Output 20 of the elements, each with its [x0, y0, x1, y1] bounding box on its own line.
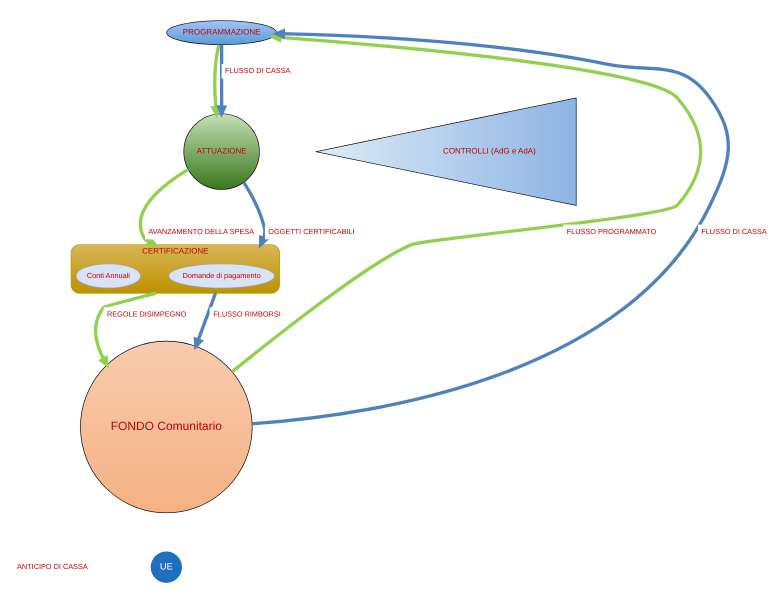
- node-ellipse: Conti Annuali: [76, 264, 141, 288]
- node-ellipse: Domande di pagamento: [168, 264, 275, 288]
- edge-label: FLUSSO DI CASSA: [224, 66, 290, 76]
- edge-label: FLUSSO DI CASSA: [701, 226, 767, 236]
- arrow: [138, 168, 190, 246]
- edge-label: FLUSSO RIMBORSI: [213, 309, 281, 318]
- edge-label: AVANZAMENTO DELLA SPESA: [148, 226, 254, 236]
- node-circle: FONDO Comunitario: [80, 340, 253, 514]
- arrow: [242, 181, 270, 248]
- arrow: [252, 28, 730, 426]
- arrow: [231, 32, 702, 374]
- edge-label: REGOLE DISIMPEGNO: [107, 309, 186, 318]
- label: ANTICIPO DI CASSA: [17, 562, 88, 572]
- edge-label: OGGETTI CERTIFICABILI: [268, 226, 355, 236]
- arrow: [216, 44, 228, 118]
- node-circle: UE: [150, 552, 182, 583]
- arrow: [194, 292, 218, 350]
- edge-label: FLUSSO PROGRAMMATO: [566, 226, 656, 236]
- arrow: [94, 292, 156, 368]
- arrow: [210, 44, 222, 118]
